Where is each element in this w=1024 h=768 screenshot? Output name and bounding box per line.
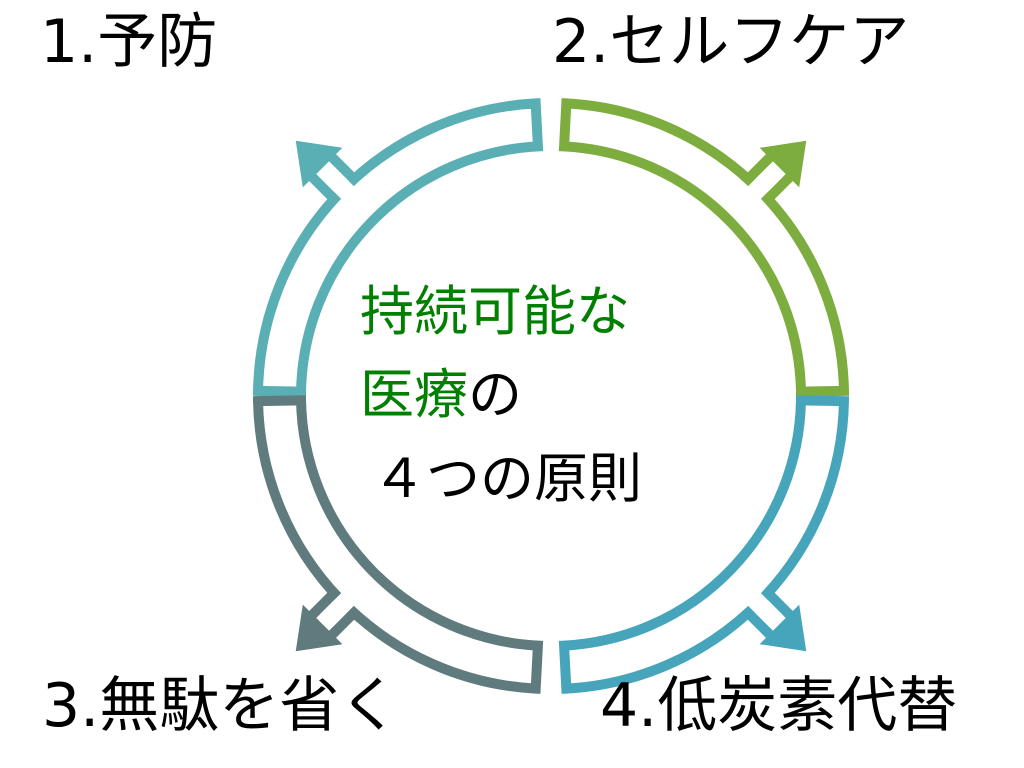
arc-band	[252, 395, 544, 694]
center-title-black: の	[468, 363, 522, 426]
principle-1-label: 1.予防	[40, 7, 218, 77]
center-title-line1: 持続可能な	[360, 280, 630, 343]
center-title-green: 医療	[360, 363, 468, 426]
arrow-reduce-waste	[252, 395, 544, 694]
arrowhead-icon	[759, 604, 807, 652]
center-title-line2: 医療の	[360, 368, 522, 422]
principle-3-label: 3.無駄を省く	[42, 671, 400, 741]
arrow-self-care	[558, 98, 850, 397]
arrow-low-carbon	[558, 395, 850, 694]
arrow-prevention	[252, 98, 544, 397]
arc-band	[558, 98, 850, 397]
arrowhead-icon	[295, 140, 343, 188]
arc-band	[252, 98, 544, 397]
center-title-line3: ４つの原則	[372, 447, 642, 510]
arrowhead-icon	[759, 140, 807, 188]
principle-4-label: 4.低炭素代替	[600, 671, 958, 741]
arrowhead-icon	[295, 604, 343, 652]
arc-band	[558, 395, 850, 694]
principle-2-label: 2.セルフケア	[552, 7, 910, 77]
